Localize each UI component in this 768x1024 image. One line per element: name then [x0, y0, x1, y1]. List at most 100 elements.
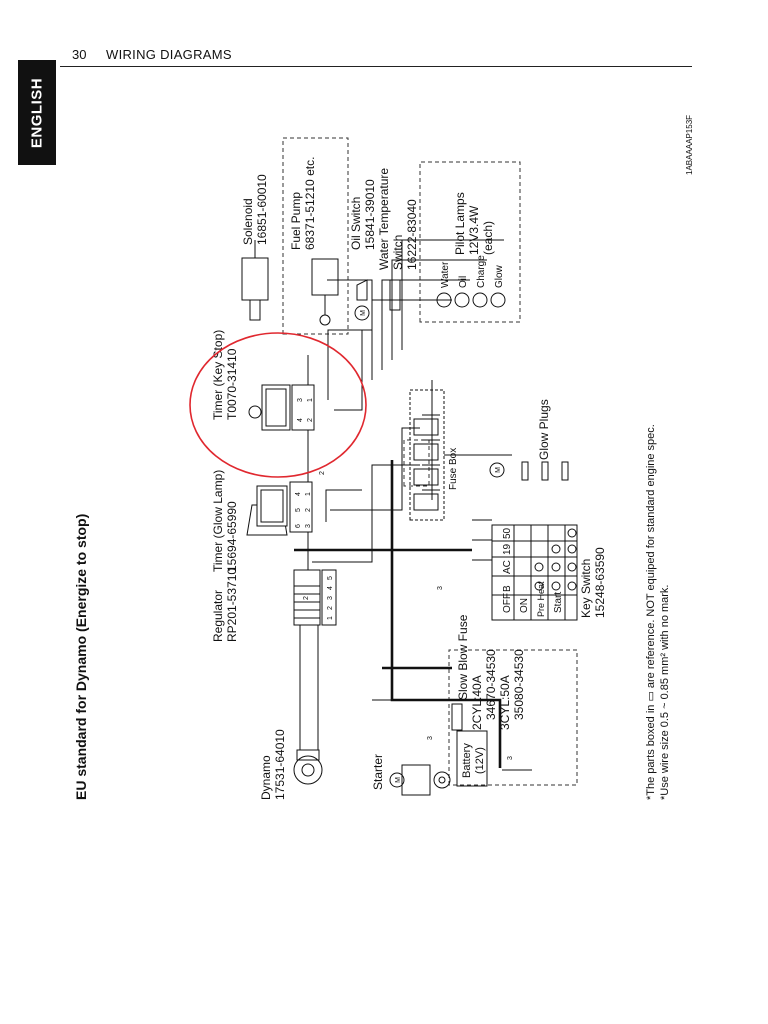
pilot-lamps-each: (each)	[481, 221, 495, 255]
solenoid-label: Solenoid	[241, 198, 255, 245]
water-temp-label-2: Switch	[391, 235, 405, 270]
ref-box-glow-plugs	[403, 439, 430, 487]
wire-mark-2: 2	[319, 471, 326, 475]
wire-mark-4: 3	[427, 736, 434, 740]
lamp-glow: Glow	[494, 264, 505, 288]
tg-pin-1: 1	[305, 492, 312, 496]
solenoid: Solenoid 16851-60010	[241, 174, 269, 321]
ks-row-start: Start	[553, 592, 564, 613]
sbf-label: Slow Blow Fuse	[456, 614, 470, 700]
oil-switch-symbol: M	[360, 310, 367, 316]
sbf-2cyl: 2CYL:40A	[470, 675, 484, 730]
tg-pin-6: 6	[295, 524, 302, 528]
language-tab: ENGLISH	[18, 60, 56, 165]
fuel-pump-label: Fuel Pump	[289, 192, 303, 250]
dynamo: Dynamo 17531-64010	[259, 729, 323, 800]
water-temp-switch: Water Temperature Switch 16222-83040	[377, 168, 419, 311]
wire-lamp-water	[371, 299, 452, 380]
reg-pin-2: 2	[327, 606, 334, 610]
timer-glow-part: 15694-65990	[225, 501, 239, 572]
timer-key-label: Timer (Key Stop)	[211, 330, 225, 420]
ks-row-preheat: Pre Heat	[536, 581, 546, 617]
wire-timer-glow	[325, 489, 362, 522]
dynamo-label: Dynamo	[259, 755, 273, 800]
regulator: 1 2 3 4 5 Regulator RP201-53710	[211, 568, 337, 642]
tg-pin-3: 3	[305, 524, 312, 528]
key-switch-label: Key Switch	[579, 559, 593, 618]
ref-box-fuel-pump	[282, 137, 349, 335]
battery: Battery (12V)	[456, 730, 488, 787]
tg-pin-4: 4	[295, 492, 302, 496]
fuel-pump-part: 68371-51210 etc.	[303, 157, 317, 250]
tk-pin-2: 2	[307, 418, 314, 422]
wire-battery-main	[390, 460, 502, 768]
timer-glow-label: Timer (Glow Lamp)	[211, 470, 225, 572]
tg-pin-2: 2	[305, 508, 312, 512]
ks-col-19: 19	[502, 543, 513, 555]
ks-col-50: 50	[502, 527, 513, 539]
reg-pin-3: 3	[327, 596, 334, 600]
header-rule	[60, 66, 692, 67]
ks-col-ac: AC	[502, 560, 513, 574]
glow-plugs: M Glow Plugs	[489, 399, 569, 481]
starter-label: Starter	[371, 754, 385, 790]
dynamo-part: 17531-64010	[273, 729, 287, 800]
ks-row-on: ON	[519, 598, 530, 613]
starter-symbol: M	[395, 777, 402, 783]
sbf-2cyl-part: 34670-34530	[484, 649, 498, 720]
pilot-lamps-spec: 12V3.4W	[467, 205, 481, 255]
reg-pin-5: 5	[327, 576, 334, 580]
fuse-box: Fuse Box	[409, 389, 459, 521]
timer-glow-lamp: 6 3 5 2 4 1 Timer (Glow Lamp) 15694-6599…	[211, 470, 313, 572]
lamp-oil: Oil	[458, 276, 469, 288]
wire-mark-5: 3	[507, 756, 514, 760]
ref-box-pilot-lamps	[419, 161, 521, 323]
reg-pin-4: 4	[327, 586, 334, 590]
tk-pin-3: 3	[297, 398, 304, 402]
ref-box-battery-section	[448, 649, 578, 786]
wire-reg-charge	[312, 464, 420, 563]
slow-blow-fuse: Slow Blow Fuse 2CYL:40A 34670-34530 3CYL…	[451, 614, 526, 731]
lamp-water: Water	[440, 261, 451, 288]
sbf-3cyl: 3CYL:50A	[498, 675, 512, 730]
sbf-3cyl-part: 35080-34530	[512, 649, 526, 720]
fuse-box-label: Fuse Box	[448, 448, 459, 490]
wire-lamp-oil	[381, 279, 470, 370]
water-temp-label: Water Temperature	[377, 168, 391, 270]
pilot-lamps: Water Oil Charge Glow Pilot Lamps 12V3.4…	[436, 192, 506, 308]
diagram-title: EU standard for Dynamo (Energize to stop…	[73, 514, 89, 800]
regulator-part: RP201-53710	[225, 568, 239, 642]
wire-glow-fusebox	[330, 427, 420, 511]
wire-solenoid	[327, 279, 373, 325]
regulator-label: Regulator	[211, 590, 225, 642]
wire-lamp-glow	[401, 239, 504, 350]
oil-switch-part: 15841-39010	[363, 179, 377, 250]
tk-pin-1: 1	[307, 398, 314, 402]
fuel-pump: Fuel Pump 68371-51210 etc.	[289, 157, 339, 326]
page-number: 30	[72, 47, 87, 62]
battery-volt: (12V)	[474, 747, 486, 774]
battery-label: Battery	[461, 743, 473, 778]
highlight-circle	[189, 332, 367, 478]
wire-mark-3: 3	[437, 586, 444, 590]
glow-plug-symbol: M	[495, 467, 502, 473]
footnote-reference: *The parts boxed in ▭ are reference. NOT…	[645, 424, 657, 800]
timer-key-stop: 4 3 2 1 Timer (Key Stop) T0070-31410	[211, 330, 315, 431]
glow-plugs-label: Glow Plugs	[537, 399, 551, 460]
water-temp-part: 16222-83040	[405, 199, 419, 270]
wire-timer-key-2	[334, 330, 363, 411]
ks-row-off: OFF	[502, 593, 513, 613]
timer-key-part: T0070-31410	[225, 348, 239, 420]
section-title: WIRING DIAGRAMS	[106, 47, 232, 62]
reg-pin-1: 1	[327, 616, 334, 620]
oil-switch-label: Oil Switch	[349, 197, 363, 250]
tg-pin-5: 5	[295, 508, 302, 512]
lamp-charge: Charge	[476, 255, 487, 288]
solenoid-part: 16851-60010	[255, 174, 269, 245]
wire-mark-1: 2	[303, 596, 310, 600]
starter: Starter M	[371, 754, 451, 796]
tk-pin-4: 4	[297, 418, 304, 422]
wire-timer-key	[327, 329, 372, 400]
